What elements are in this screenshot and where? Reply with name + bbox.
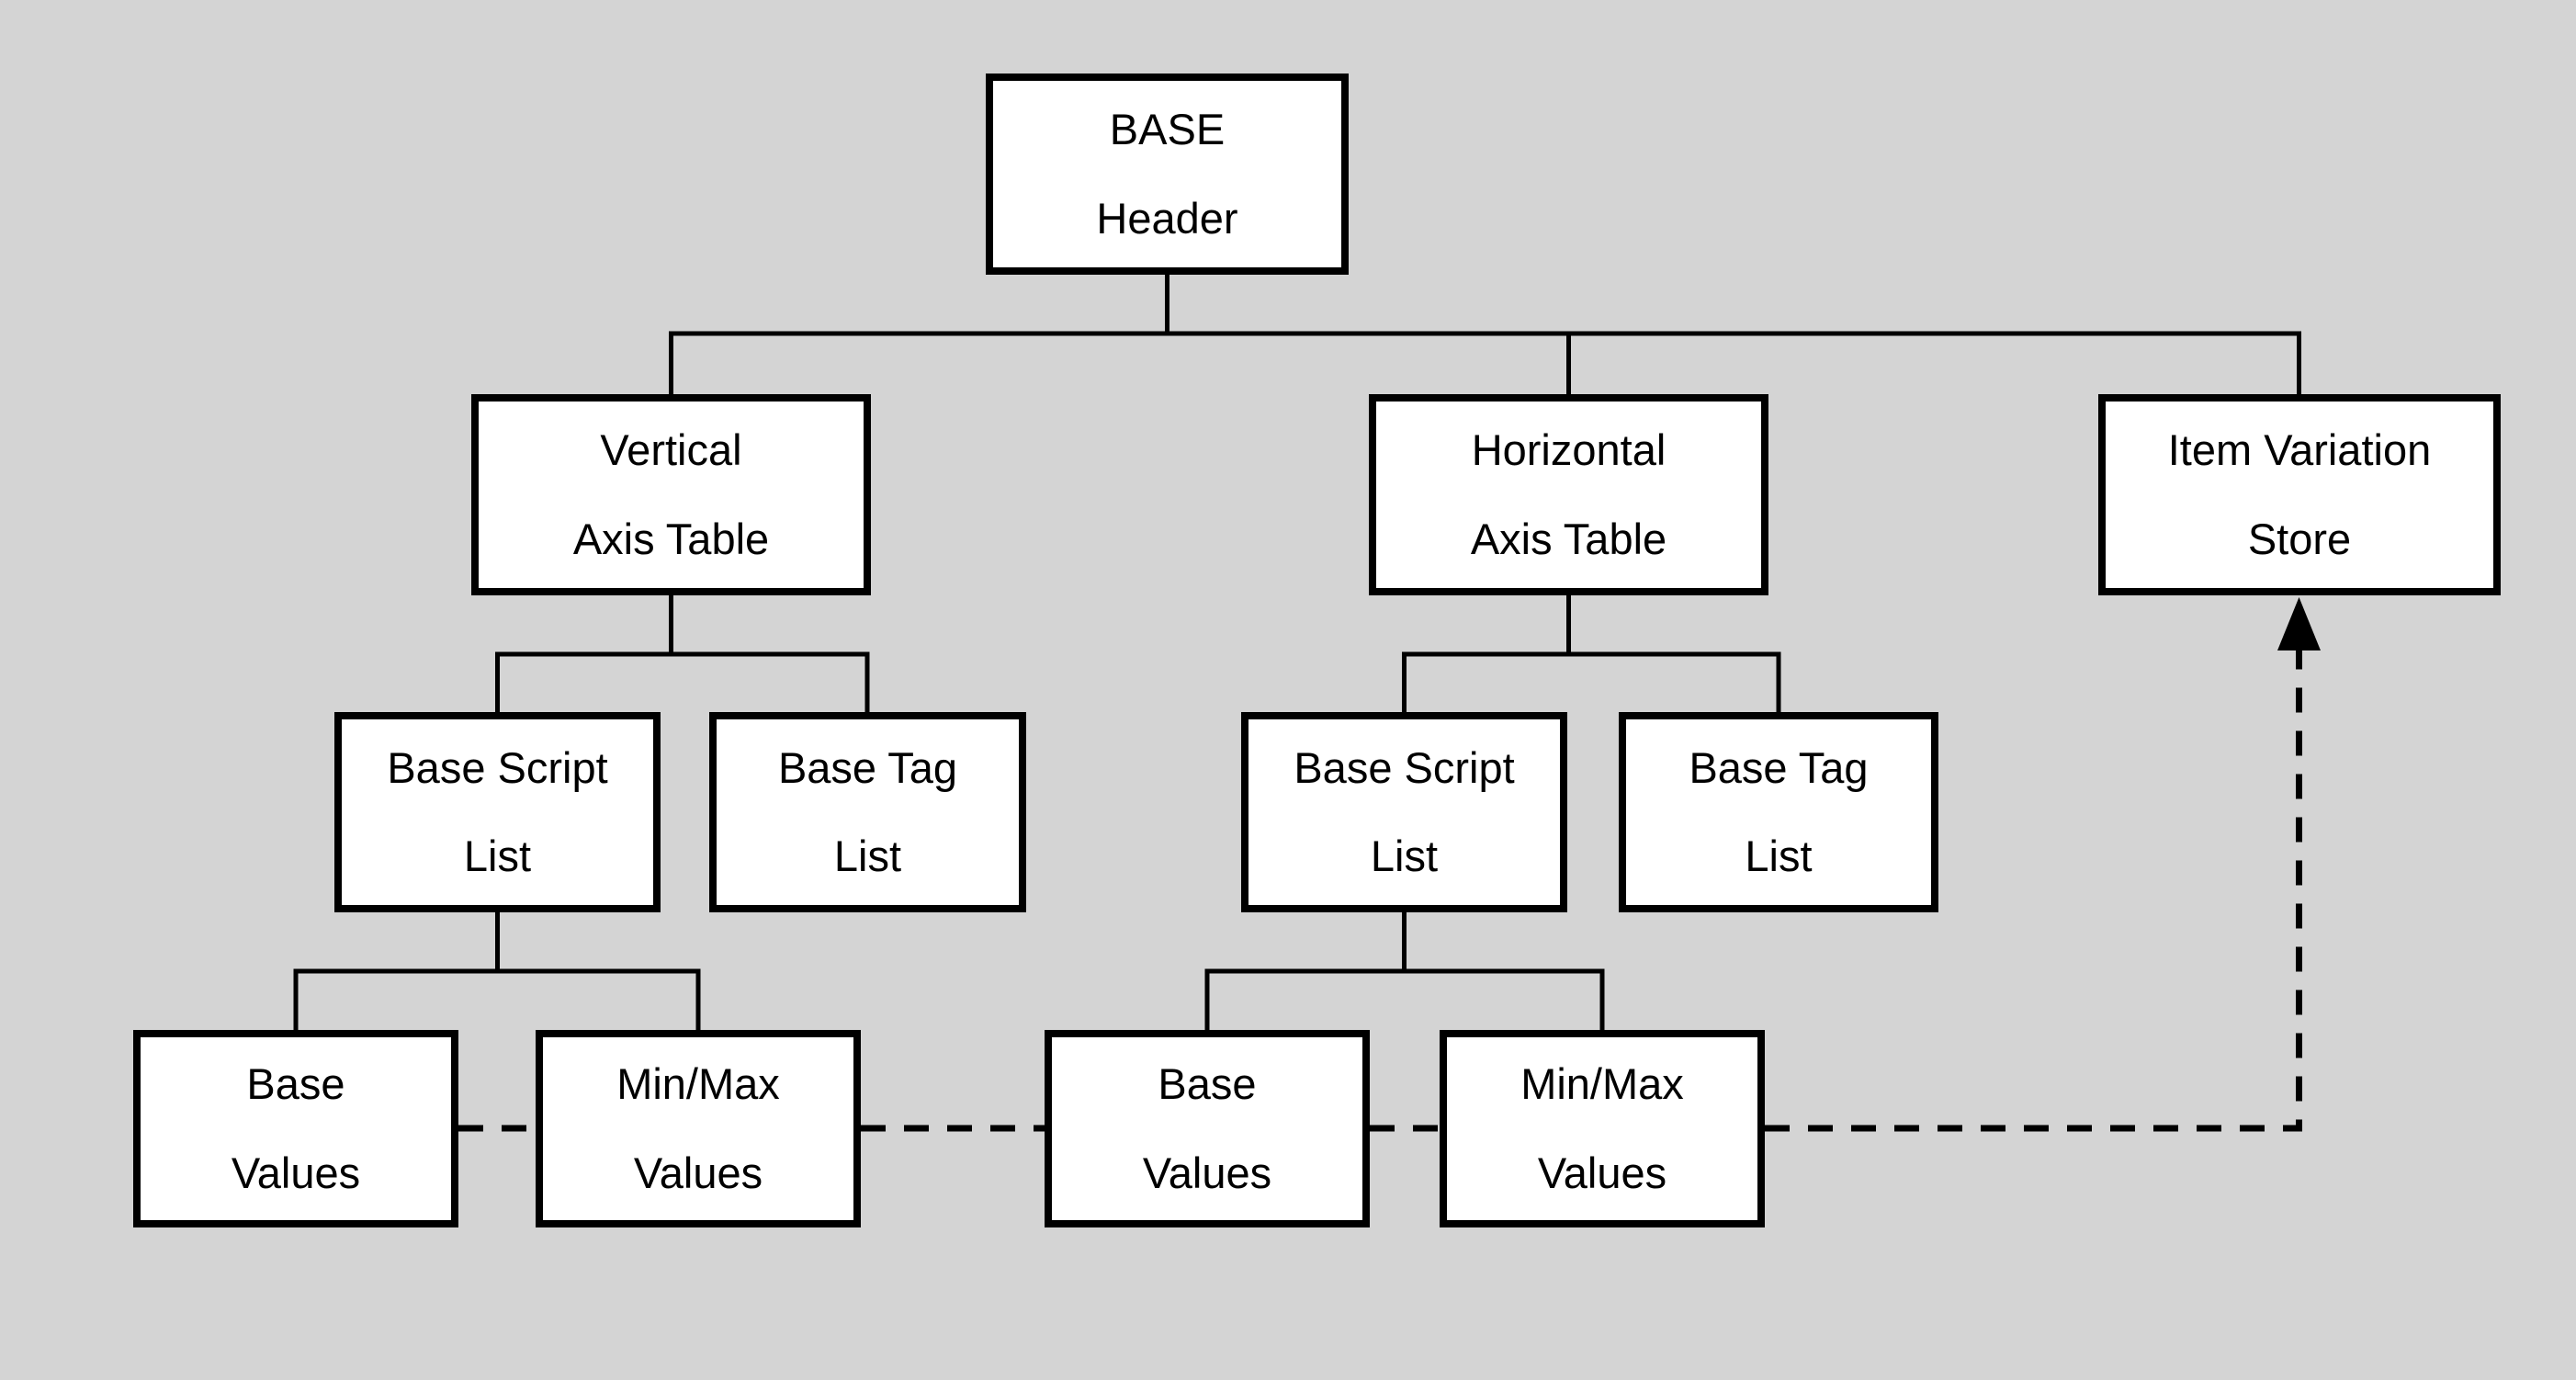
node-base-header: BASE Header <box>986 74 1349 275</box>
node-base-values-left: Base Values <box>133 1030 458 1227</box>
node-base-script-list-left: Base Script List <box>334 712 661 912</box>
node-horizontal-axis-table: Horizontal Axis Table <box>1369 394 1768 595</box>
node-vertical-axis-table: Vertical Axis Table <box>471 394 871 595</box>
node-base-values-right: Base Values <box>1045 1030 1370 1227</box>
dashed-to-item-variation-store <box>1765 649 2302 1132</box>
node-minmax-values-left: Min/Max Values <box>536 1030 861 1227</box>
node-base-tag-list-left: Base Tag List <box>709 712 1026 912</box>
node-item-variation-store: Item Variation Store <box>2098 394 2501 595</box>
dashed-connectors <box>458 597 2321 1132</box>
solid-connectors <box>293 275 2301 1030</box>
node-base-tag-list-right: Base Tag List <box>1619 712 1938 912</box>
arrowhead-item-variation-store <box>2277 597 2321 650</box>
node-minmax-values-right: Min/Max Values <box>1440 1030 1765 1227</box>
node-base-script-list-right: Base Script List <box>1241 712 1567 912</box>
